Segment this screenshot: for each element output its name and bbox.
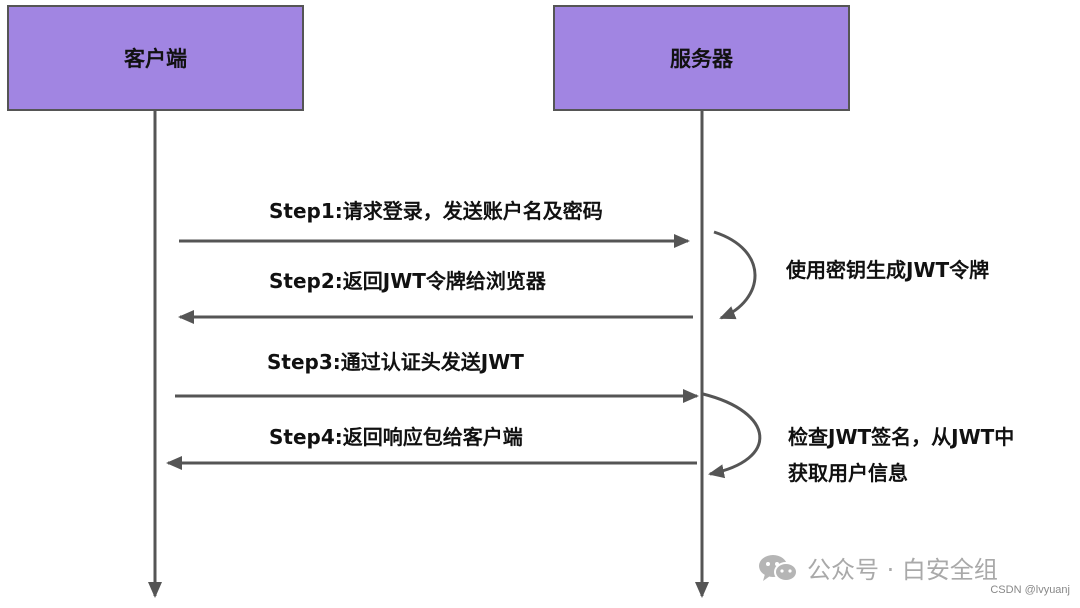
- wechat-icon: [759, 554, 798, 582]
- client-actor-box: 客户端: [7, 5, 304, 111]
- self-arrow-verify-jwt: [702, 392, 762, 479]
- step3-label: Step3:通过认证头发送JWT: [267, 350, 524, 374]
- server-actor-label: 服务器: [670, 47, 733, 71]
- step4-label: Step4:返回响应包给客户端: [269, 425, 523, 449]
- note-verify-jwt-line2: 获取用户信息: [788, 461, 908, 485]
- self-arrow-generate-jwt: [713, 230, 757, 320]
- step1-label: Step1:请求登录，发送账户名及密码: [269, 199, 603, 223]
- step2-label: Step2:返回JWT令牌给浏览器: [269, 269, 546, 293]
- server-actor-box: 服务器: [553, 5, 850, 111]
- csdn-credit: CSDN @lvyuanj: [990, 584, 1070, 596]
- note-verify-jwt-line1: 检查JWT签名，从JWT中: [788, 425, 1015, 449]
- note-generate-jwt: 使用密钥生成JWT令牌: [786, 252, 989, 288]
- watermark: 公众号 · 白安全组: [757, 550, 998, 585]
- watermark-text: 公众号 · 白安全组: [807, 556, 998, 584]
- note-generate-jwt-line1: 使用密钥生成JWT令牌: [786, 258, 990, 282]
- note-verify-jwt: 检查JWT签名，从JWT中 获取用户信息: [788, 419, 1014, 491]
- client-actor-label: 客户端: [124, 47, 187, 71]
